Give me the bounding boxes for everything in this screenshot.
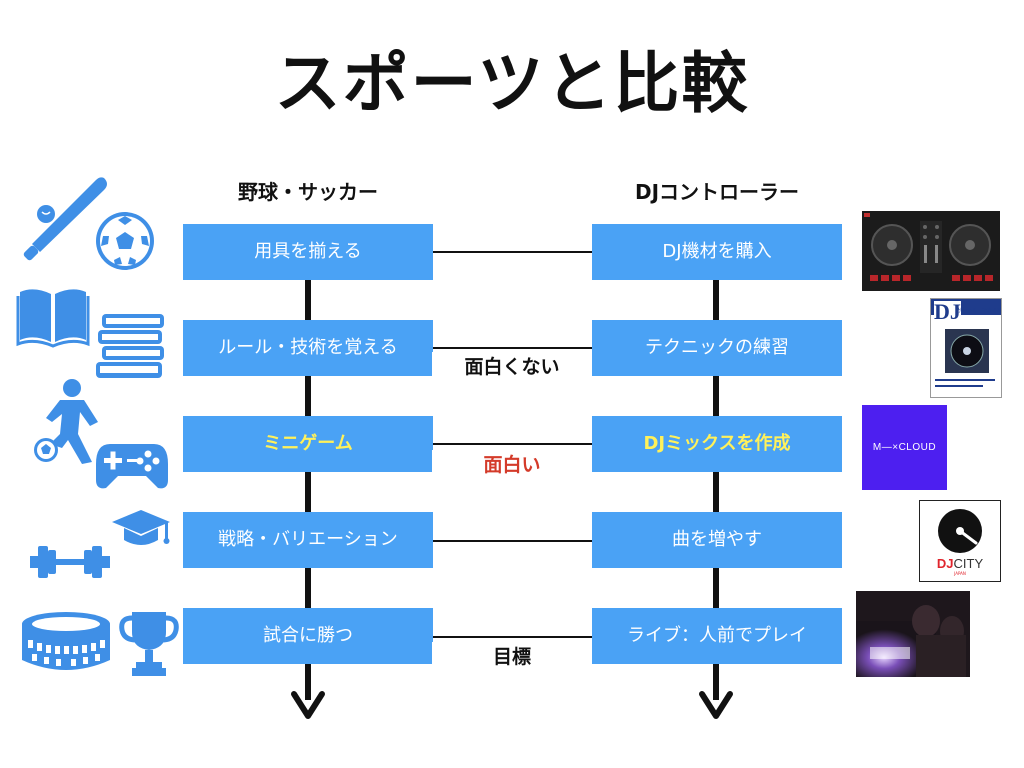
- connector-row-4: [433, 540, 592, 542]
- right-arrow-head: [699, 691, 733, 719]
- book-turntable-graphic: [945, 329, 989, 373]
- live-performance-photo: [856, 591, 970, 677]
- right-step-4: 曲を増やす: [592, 512, 842, 568]
- soccer-ball-icon: [96, 212, 154, 270]
- books-stack-icon: [96, 314, 164, 378]
- left-column-header: 野球・サッカー: [238, 180, 378, 204]
- left-step-5: 試合に勝つ: [183, 608, 433, 664]
- right-timeline-line: [713, 280, 719, 700]
- trophy-icon: [119, 612, 179, 676]
- connector-row-2: [433, 347, 592, 349]
- label-fun: 面白い: [432, 450, 592, 477]
- mixcloud-wordmark: M—×CLOUD: [872, 442, 937, 453]
- right-step-5: ライブ：人前でプレイ: [592, 608, 842, 664]
- mixcloud-logo: M—×CLOUD: [862, 405, 947, 490]
- baseball-bat-icon: [23, 177, 107, 261]
- connector-row-3: [433, 443, 592, 445]
- right-step-3: DJミックスを作成: [592, 416, 842, 472]
- right-step-2: テクニックの練習: [592, 320, 842, 376]
- book-open-icon: [16, 289, 90, 348]
- dj-book-cover-image: DJ がわかる・できる本: [930, 298, 1002, 398]
- left-step-1: 用具を揃える: [183, 224, 433, 280]
- vinyl-record-icon: [938, 509, 982, 553]
- right-step-1: DJ機材を購入: [592, 224, 842, 280]
- connector-row-5: [433, 636, 592, 638]
- djcity-logo: DJCITY JAPAN: [919, 500, 1001, 582]
- stadium-icon: [22, 612, 110, 670]
- dumbbell-icon: [30, 546, 110, 578]
- left-step-2: ルール・技術を覚える: [183, 320, 433, 376]
- right-column-header: DJコントローラー: [634, 180, 800, 204]
- graduation-cap-icon: [112, 510, 170, 545]
- label-goal: 目標: [432, 642, 592, 669]
- book-title-subtitle: がわかる・できる本: [957, 308, 1002, 314]
- soccer-player-icon: [34, 379, 98, 464]
- left-step-4: 戦略・バリエーション: [183, 512, 433, 568]
- gamepad-icon: [96, 444, 168, 489]
- label-not-fun: 面白くない: [432, 352, 592, 379]
- slide-title: スポーツと比較: [274, 45, 750, 122]
- left-step-3: ミニゲーム: [183, 416, 433, 472]
- left-timeline-line: [305, 280, 311, 700]
- connector-row-1: [433, 251, 592, 253]
- dj-controller-image: [862, 211, 1000, 291]
- left-arrow-head: [291, 691, 325, 719]
- djcity-sub-text: JAPAN: [954, 571, 966, 576]
- djcity-dj-text: DJ: [936, 556, 954, 571]
- djcity-city-text: CITY: [953, 556, 984, 571]
- book-title-dj: DJ: [934, 299, 961, 324]
